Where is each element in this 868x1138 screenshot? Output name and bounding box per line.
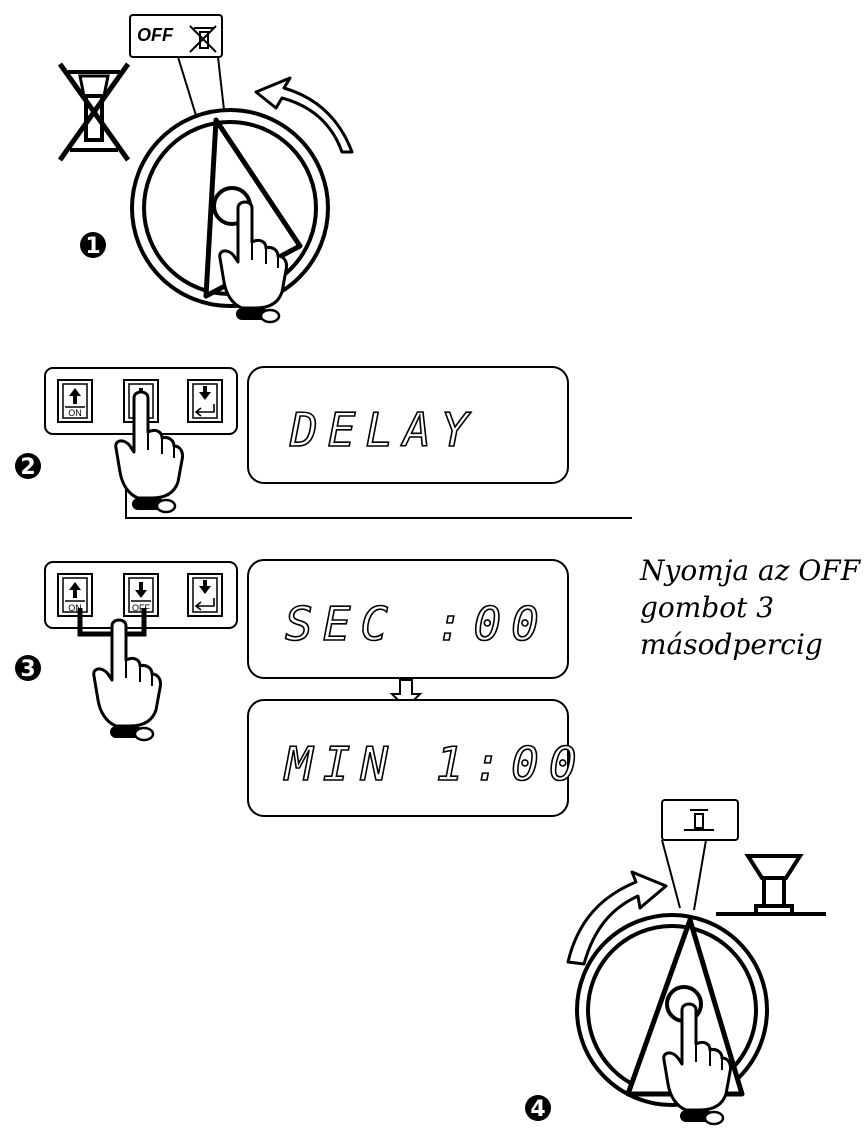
step-1-badge: [80, 232, 106, 258]
on-button-label: ON: [68, 408, 82, 418]
step-2-badge: [15, 453, 41, 479]
on-button-step3[interactable]: ON: [57, 573, 93, 617]
on-button-label: ON: [68, 603, 82, 613]
lcd-display-step2: [247, 366, 569, 484]
lcd-display-sec: [247, 559, 569, 679]
dial-run-label-box: [661, 799, 739, 911]
step3-group: ON OFF SEC :00 MIN 1:00 3: [15, 559, 587, 817]
lcd-display-min: [247, 699, 569, 817]
dial-off-label-box: OFF: [129, 14, 225, 123]
callout-note: Nyomja az OFF gombot 3 másodpercig: [640, 554, 861, 661]
on-button-step2[interactable]: ON: [57, 379, 93, 423]
step-3-number: 3: [20, 657, 35, 682]
enter-button-step2[interactable]: [187, 379, 223, 423]
mini-no-watering-icon: [189, 25, 217, 53]
step-4-number: 4: [530, 1097, 545, 1122]
dial-off-label: OFF: [137, 25, 174, 45]
step-4-badge: [525, 1095, 551, 1121]
sprinkler-icon: [716, 854, 826, 916]
rotate-clockwise-arrow: [566, 870, 668, 966]
lcd-text-sec: SEC :00: [285, 597, 549, 651]
step4-dial-group: 4: [525, 799, 826, 1126]
lcd-text-delay: DELAY: [289, 403, 478, 457]
off-button-step3[interactable]: OFF: [123, 573, 159, 617]
off-button-label: OFF: [132, 603, 150, 613]
step2-group: ON DELAY 2: [15, 366, 632, 519]
lcd-text-min: MIN 1:00: [283, 737, 587, 791]
step-1-number: 1: [85, 234, 100, 259]
mini-sprinkler-icon: [684, 809, 714, 831]
no-watering-icon: [57, 62, 131, 162]
callout-leader-line: [125, 488, 632, 519]
step1-dial-group: OFF 1: [57, 14, 354, 324]
pointing-hand-icon: [92, 618, 163, 742]
enter-button-step3[interactable]: [187, 573, 223, 617]
step-2-number: 2: [20, 455, 35, 480]
rotate-counterclockwise-arrow: [254, 76, 354, 154]
step-3-badge: [15, 655, 41, 681]
